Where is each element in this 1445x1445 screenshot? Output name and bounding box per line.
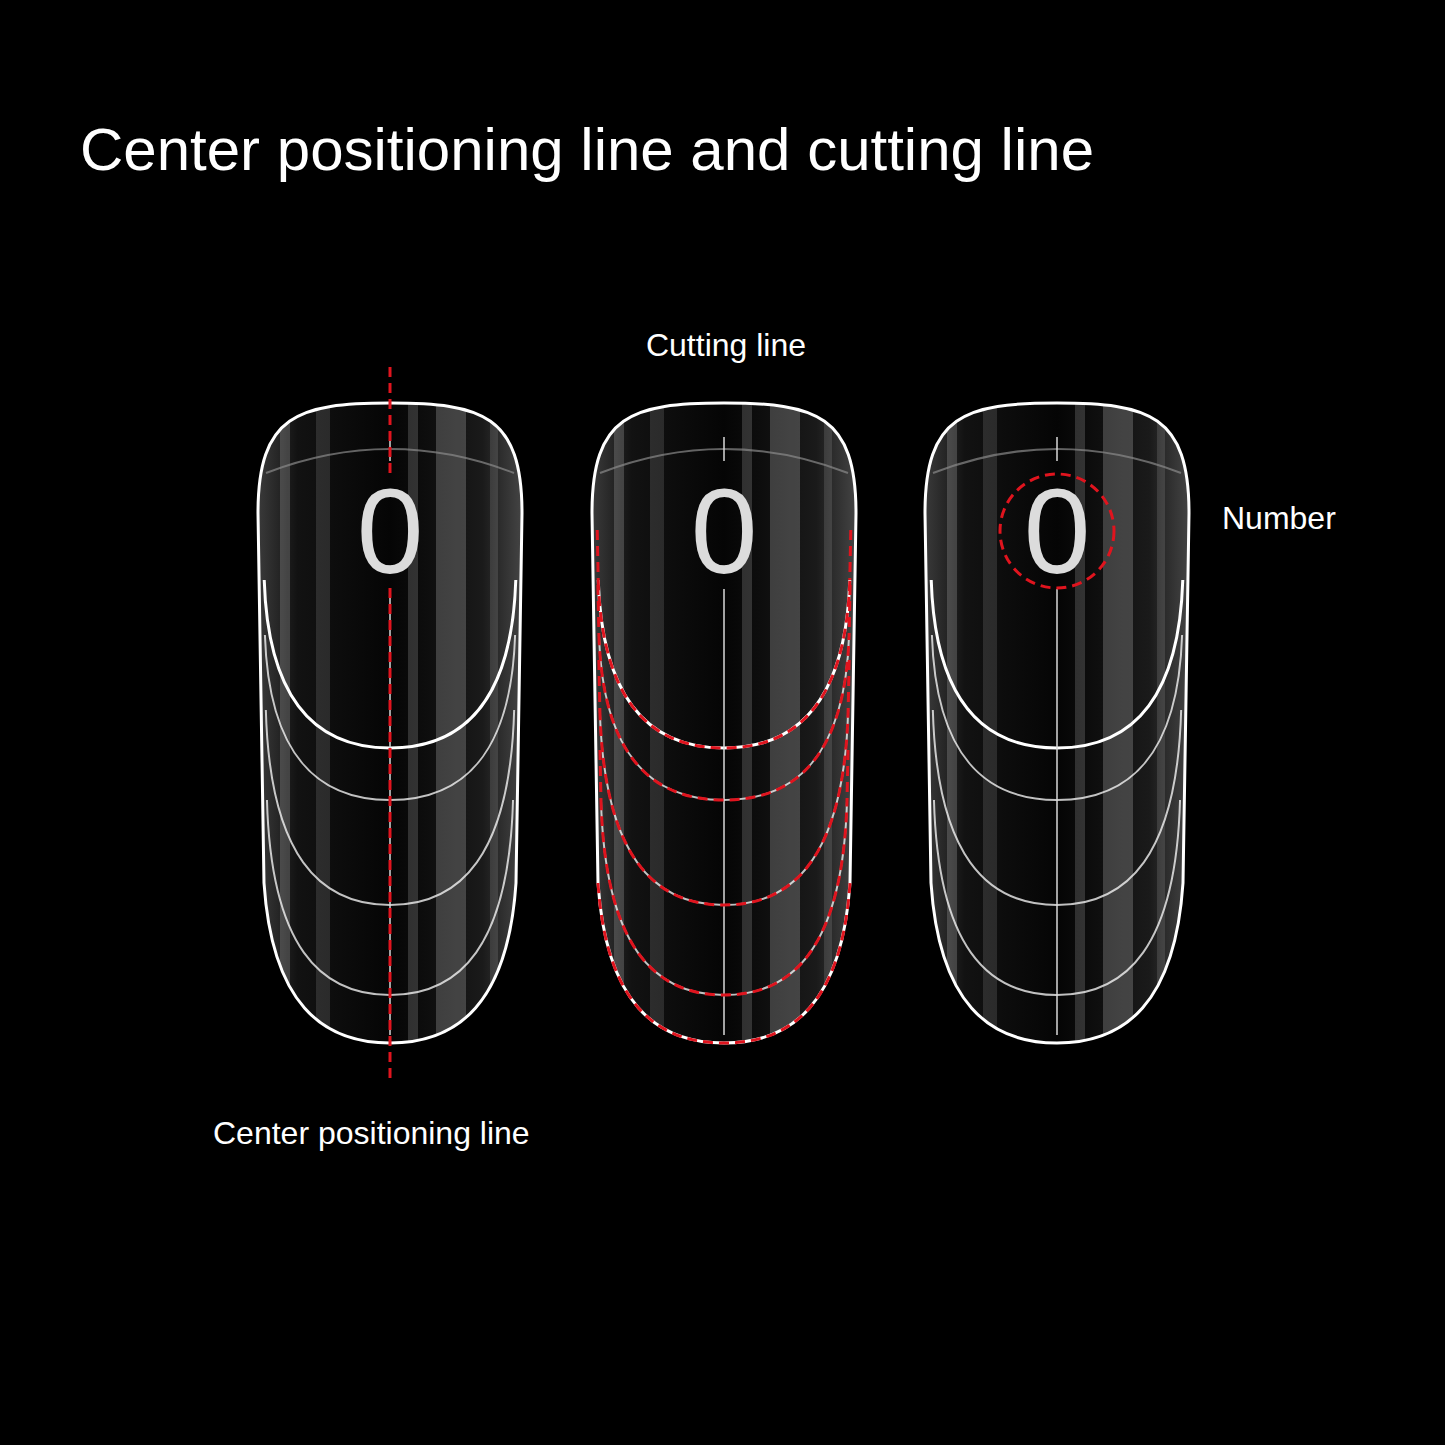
- center-positioning-line: [389, 367, 392, 478]
- cutting-line: [600, 710, 848, 905]
- cutting-line: [601, 800, 847, 995]
- number-highlight: [1000, 474, 1114, 588]
- annotation-label: Cutting line: [646, 326, 806, 364]
- highlight: [436, 403, 466, 1043]
- cutting-line: [849, 585, 850, 635]
- title: Center positioning line and cutting line: [80, 114, 1094, 186]
- highlight: [1157, 403, 1165, 1043]
- highlight: [824, 403, 832, 1043]
- size-number: 0: [925, 471, 1189, 591]
- cutting-line: [599, 660, 600, 710]
- highlight: [614, 403, 624, 1043]
- nail-tip: 0: [258, 403, 522, 1043]
- nail-outline: [258, 403, 522, 1043]
- cutting-line: [847, 750, 848, 800]
- highlight: [650, 403, 664, 1043]
- highlight: [316, 403, 330, 1043]
- highlight: [280, 403, 290, 1043]
- center-line: [1056, 437, 1058, 461]
- nail-outline: [592, 403, 856, 1043]
- cutting-line: [599, 635, 849, 800]
- highlight: [770, 403, 800, 1043]
- highlight: [1103, 403, 1133, 1043]
- size-number: 0: [258, 471, 522, 591]
- center-line: [723, 589, 725, 1035]
- nail-outline: [925, 403, 1189, 1043]
- cutting-line: [597, 530, 598, 580]
- center-line: [723, 437, 725, 461]
- size-number: 0: [592, 471, 856, 591]
- nail-tip: 0: [925, 403, 1189, 1043]
- cutting-line: [598, 883, 850, 1043]
- center-line: [389, 589, 391, 1035]
- highlight: [947, 403, 957, 1043]
- cutting-line: [600, 750, 601, 800]
- center-positioning-line: [389, 588, 392, 1078]
- annotation-label: Center positioning line: [213, 1114, 530, 1152]
- center-line: [1056, 589, 1058, 1035]
- nail-tip: 0: [592, 403, 856, 1043]
- center-line: [389, 437, 391, 461]
- cutting-line: [850, 530, 851, 580]
- cutting-line: [598, 580, 850, 748]
- cutting-line: [848, 660, 849, 710]
- cutting-line: [598, 585, 599, 635]
- highlight: [983, 403, 997, 1043]
- annotation-label: Number: [1222, 499, 1336, 537]
- highlight: [490, 403, 498, 1043]
